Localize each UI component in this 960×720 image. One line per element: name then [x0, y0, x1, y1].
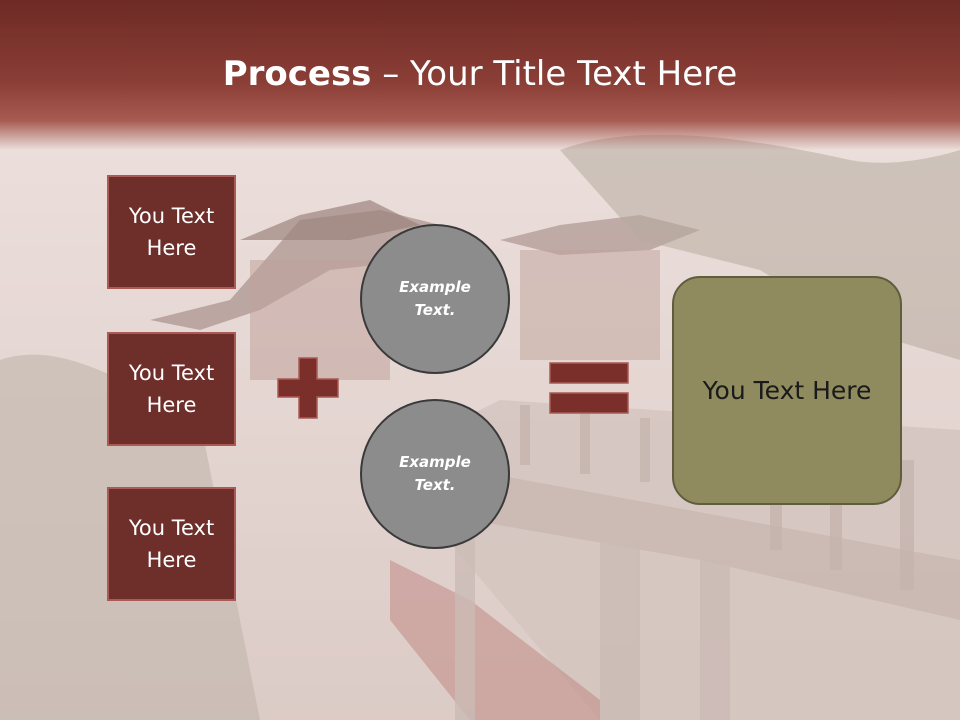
left-box-3[interactable]: You Text Here [107, 487, 236, 601]
example-circle-2[interactable]: Example Text. [360, 399, 510, 549]
title-rest: – Your Title Text Here [371, 54, 738, 94]
title-bar [0, 0, 960, 150]
left-box-2[interactable]: You Text Here [107, 332, 236, 446]
left-box-label: You Text Here [128, 516, 215, 572]
slide-title: Process – Your Title Text Here [0, 52, 960, 96]
left-box-label: You Text Here [128, 204, 215, 260]
left-box-1[interactable]: You Text Here [107, 175, 236, 289]
left-box-label: You Text Here [128, 361, 215, 417]
circle-label: Example Text. [399, 453, 471, 494]
equals-icon [549, 362, 629, 414]
result-label: You Text Here [702, 376, 872, 405]
title-bold: Process [222, 54, 372, 94]
plus-icon [277, 357, 339, 419]
circle-label: Example Text. [399, 278, 471, 319]
example-circle-1[interactable]: Example Text. [360, 224, 510, 374]
result-box[interactable]: You Text Here [672, 276, 902, 505]
